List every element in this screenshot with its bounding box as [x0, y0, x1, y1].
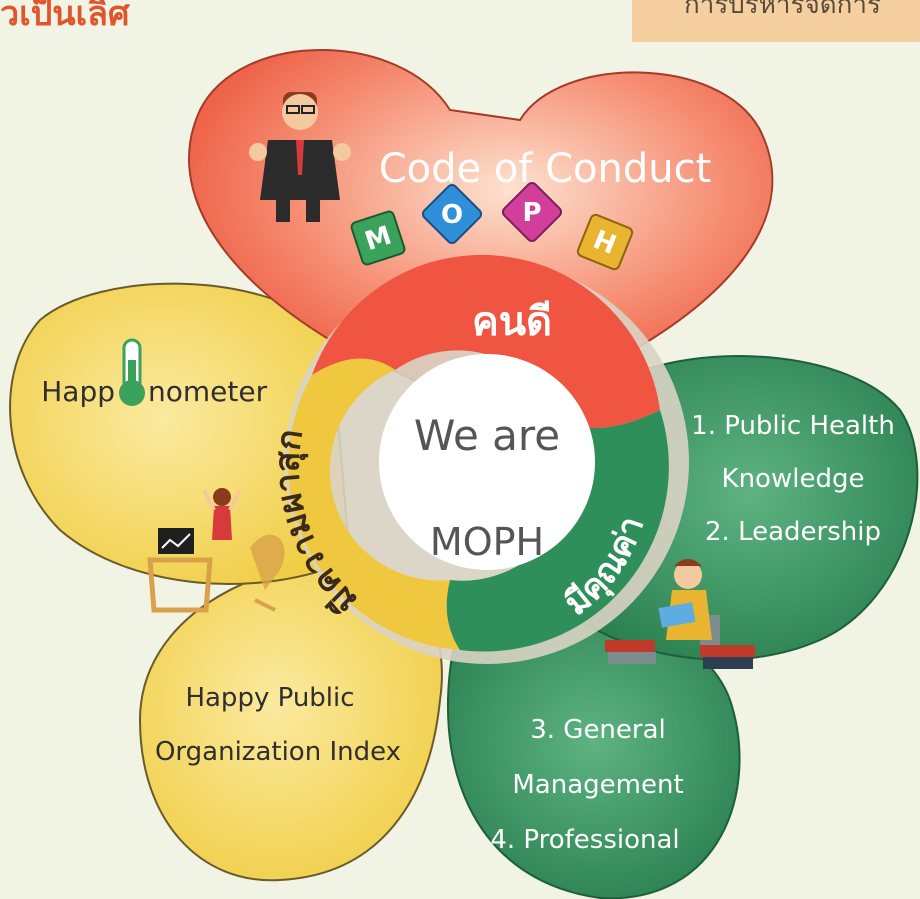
- thermometer-icon: [119, 338, 145, 406]
- ring-segment-top: [312, 254, 660, 428]
- petal-left-bottom: [138, 558, 443, 882]
- right-petal-line3: 2. Leadership: [705, 517, 881, 547]
- bottom-petal-line1: 3. General: [530, 715, 666, 745]
- reading-student-illustration: [605, 559, 755, 669]
- header-right-banner: การบริหารจัดการ: [632, 0, 920, 42]
- happy-worker-illustration: [147, 488, 285, 613]
- ring-top-label: คนดี: [472, 299, 552, 345]
- tile-m: M: [350, 210, 406, 266]
- bottom-petal-line3: 4. Professional: [490, 825, 679, 855]
- petal-left: [9, 282, 352, 585]
- tile-o: O: [421, 183, 483, 245]
- hpoi-line2: Organization Index: [155, 737, 401, 767]
- center-line1: We are: [414, 411, 560, 460]
- header-right-text: การบริหารจัดการ: [684, 0, 881, 20]
- tile-o-letter: O: [441, 200, 463, 230]
- tile-p: P: [501, 181, 563, 243]
- ring-segment-left: [288, 358, 460, 650]
- code-of-conduct-title: Code of Conduct: [379, 146, 712, 192]
- tile-h: H: [576, 213, 634, 271]
- bottom-petal-line2: Management: [512, 770, 683, 800]
- right-petal-line1: 1. Public Health: [691, 411, 895, 441]
- happinometer-label-end: nometer: [148, 375, 268, 408]
- happinometer-label-start: Happ: [41, 375, 115, 408]
- businessman-illustration: [249, 92, 351, 222]
- header-left-text: วเป็นเลิศ: [0, 0, 130, 26]
- center-circle: [379, 354, 595, 570]
- center-line2: MOPH: [430, 520, 544, 564]
- hpoi-line1: Happy Public: [185, 683, 354, 713]
- tile-p-letter: P: [522, 198, 541, 228]
- right-petal-line2: Knowledge: [722, 464, 865, 494]
